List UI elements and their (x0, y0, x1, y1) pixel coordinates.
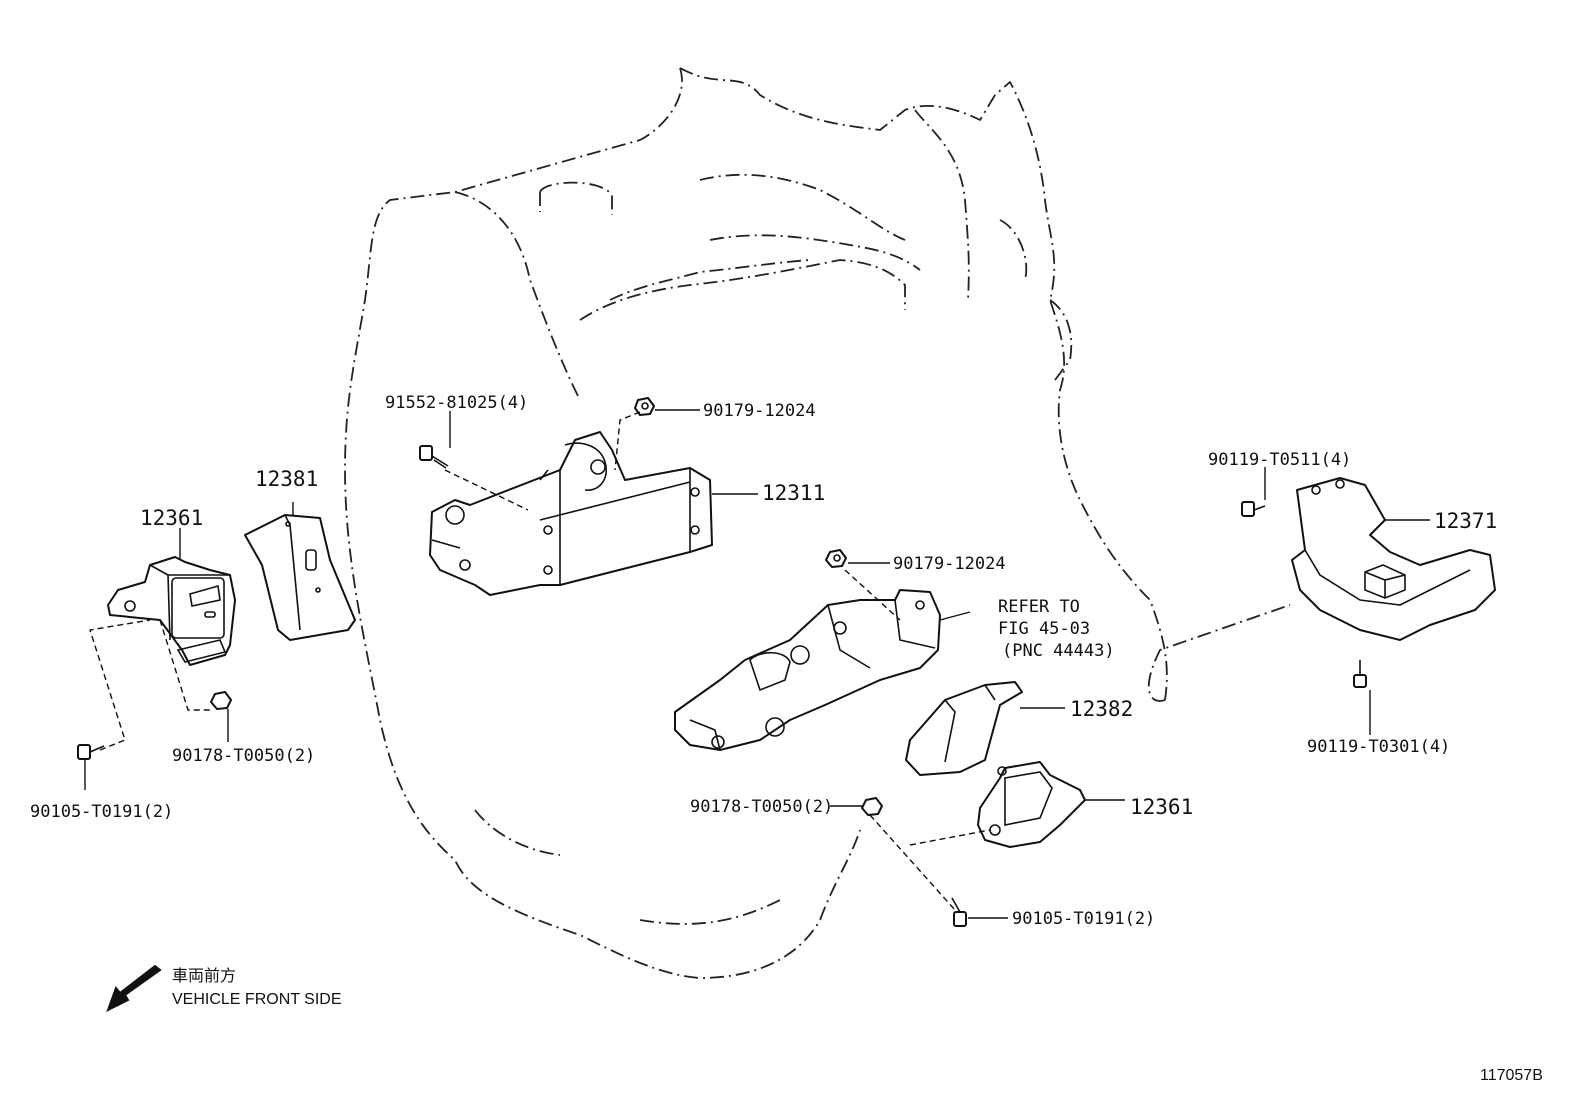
refer-line-2: FIG 45-03 (998, 619, 1090, 639)
part-refer-bracket (674, 589, 941, 751)
fastener-nut-90179-top (634, 397, 655, 416)
label-90105-T0191-left: 90105-T0191(2) (30, 802, 173, 822)
label-12382: 12382 (1070, 697, 1133, 721)
part-12382-shield (905, 681, 1023, 776)
label-12311: 12311 (762, 481, 825, 505)
label-90178-T0050-left: 90178-T0050(2) (172, 746, 315, 766)
leader-lines (84, 409, 1430, 919)
refer-line-3: (PNC 44443) (1002, 641, 1115, 661)
fastener-nut-90178-right (861, 797, 883, 816)
label-91552-81025: 91552-81025(4) (385, 393, 528, 413)
fastener-bolt-90119-bottom (1353, 660, 1367, 688)
refer-line-1: REFER TO (998, 597, 1080, 617)
fastener-bolt-90105-right (951, 897, 967, 927)
label-90179-12024-mid: 90179-12024 (893, 554, 1006, 574)
fastener-bolt-90105-left (77, 744, 105, 760)
label-90119-T0511: 90119-T0511(4) (1208, 450, 1351, 470)
label-90178-T0050-right: 90178-T0050(2) (690, 797, 833, 817)
fastener-bolt-90119-top (1241, 501, 1266, 517)
engine-outline (344, 67, 1291, 979)
label-90119-T0301: 90119-T0301(4) (1307, 737, 1450, 757)
label-90179-12024-top: 90179-12024 (703, 401, 816, 421)
alignment-lines (89, 411, 991, 911)
part-12311-bracket (429, 431, 713, 596)
part-12361-right-mount (977, 761, 1086, 848)
label-12361-left: 12361 (140, 506, 203, 530)
direction-japanese: 車両前方 (172, 967, 236, 985)
fastener-nut-90179-mid (825, 549, 847, 568)
part-12381-cover (244, 514, 356, 641)
vehicle-front-arrow-icon (106, 964, 162, 1013)
figure-id: 117057B (1480, 1067, 1543, 1084)
fastener-bolt-91552 (419, 445, 449, 469)
direction-english: VEHICLE FRONT SIDE (172, 991, 342, 1008)
label-90105-T0191-right: 90105-T0191(2) (1012, 909, 1155, 929)
label-12361-right: 12361 (1130, 795, 1193, 819)
label-12381: 12381 (255, 467, 318, 491)
fastener-nut-90178-left (210, 691, 232, 710)
part-12361-left-mount (107, 556, 236, 666)
part-12371-bracket (1291, 477, 1496, 641)
label-12371: 12371 (1434, 509, 1497, 533)
